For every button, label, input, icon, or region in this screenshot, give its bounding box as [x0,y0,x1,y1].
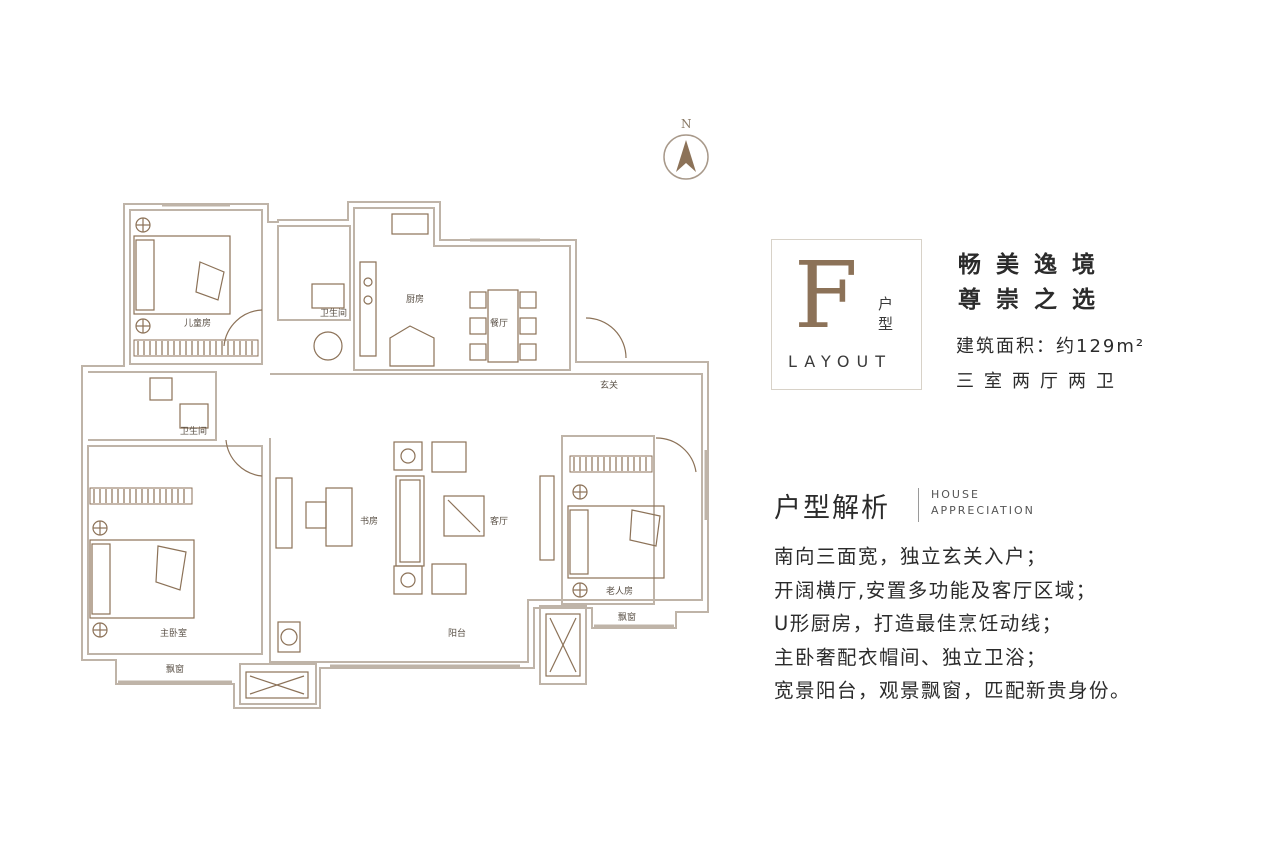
windows [118,203,708,684]
analysis-points: 南向三面宽，独立玄关入户； 开阔横厅,安置多功能及客厅区域； U形厨房，打造最佳… [774,540,1131,708]
room-configuration: 三室两厅两卫 [956,371,1124,392]
label-living: 客厅 [490,515,508,527]
analysis-point: U形厨房，打造最佳烹饪动线； [774,612,1063,635]
wardrobes [89,339,653,505]
compass: N [663,117,709,180]
analysis-point: 主卧奢配衣帽间、独立卫浴； [774,645,1048,669]
label-bathroom-top: 卫生间 [320,307,347,319]
slogan-line-2: 尊崇之选 [958,287,1110,313]
label-kitchen: 厨房 [406,293,424,305]
analysis-en-line-2: APPRECIATION [931,504,1035,517]
floor-plan: N [81,117,709,709]
analysis-point: 开阔横厅,安置多功能及客厅区域； [774,578,1097,602]
label-bathroom-left: 卫生间 [180,425,207,437]
label-elder-room: 老人房 [606,585,633,597]
layout-badge: F 户型 LAYOUT [771,239,922,390]
label-bay-window-right: 飘窗 [618,611,636,623]
analysis-en-line-1: HOUSE [931,488,980,501]
analysis-title: 户型解析 [774,493,890,524]
walls [81,201,709,709]
analysis-divider [918,488,919,522]
layout-letter: F [794,242,858,349]
slogan-line-1: 畅美逸境 [958,252,1110,278]
label-entrance: 玄关 [600,379,618,391]
analysis-point: 宽景阳台，观景飘窗，匹配新贵身份。 [774,679,1132,702]
layout-word: LAYOUT [788,352,892,371]
label-children-room: 儿童房 [184,317,211,329]
analysis-english: HOUSE APPRECIATION [931,487,1061,519]
label-balcony: 阳台 [448,627,466,639]
room-labels: 儿童房 卫生间 厨房 餐厅 玄关 卫生间 书房 客厅 老人房 飘窗 主卧室 阳台… [160,293,636,675]
label-dining: 餐厅 [490,317,508,329]
furniture [89,213,697,699]
label-study: 书房 [360,515,378,527]
label-master-bedroom: 主卧室 [160,627,187,639]
building-area: 建筑面积：约129m² [956,336,1146,357]
north-arrow-icon [676,140,696,172]
analysis-point: 南向三面宽，独立玄关入户； [774,545,1048,568]
label-bay-window-left: 飘窗 [166,663,184,675]
layout-type-label: 户型 [878,295,894,333]
compass-north-label: N [681,117,692,131]
